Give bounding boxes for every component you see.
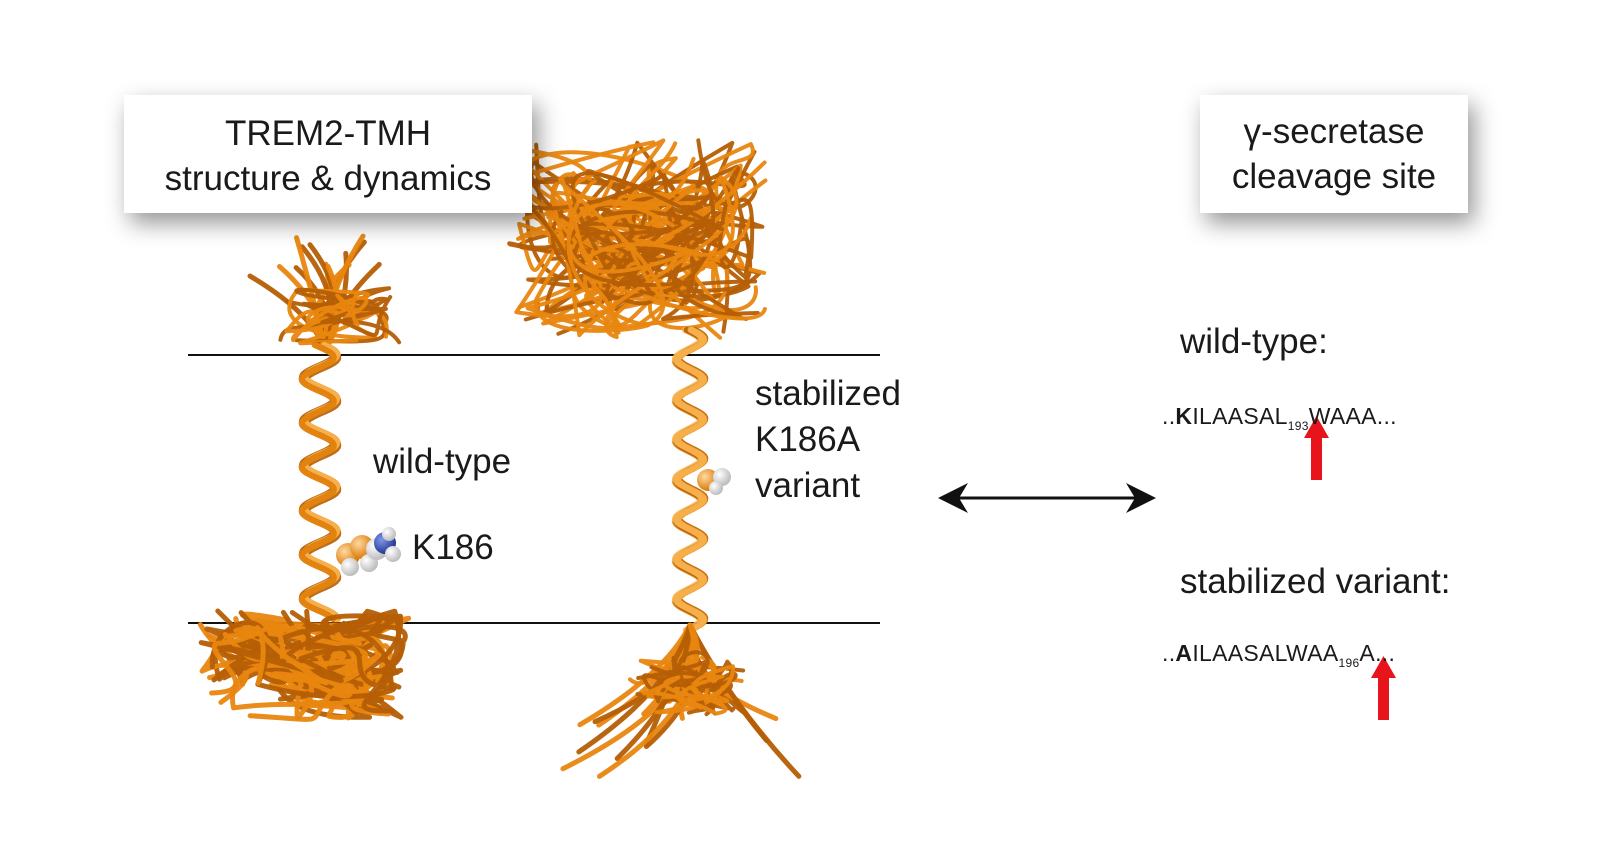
- var-seq-bold-residue: A: [1175, 640, 1193, 666]
- wild-type-sequence: ..KILAASAL193WAAA...: [1162, 403, 1397, 433]
- wt-seq-residue-number: 193: [1287, 419, 1309, 433]
- structure-dynamics-title-box: TREM2-TMH structure & dynamics: [124, 95, 532, 213]
- stabilized-variant-heading: stabilized variant:: [1180, 562, 1451, 601]
- variant-label-line2: K186A: [755, 420, 861, 459]
- var-seq-prefix: ..: [1162, 640, 1176, 666]
- variant-helix-ensemble: [507, 138, 802, 779]
- var-seq-residue-number: 196: [1338, 656, 1360, 670]
- wild-type-heading: wild-type:: [1180, 322, 1328, 361]
- variant-label-line3: variant: [755, 466, 861, 505]
- wild-type-structure-label: wild-type: [373, 442, 512, 481]
- wt-seq-main: ILAASA: [1192, 403, 1275, 429]
- box-left-line1: TREM2-TMH: [224, 114, 432, 153]
- stabilized-variant-sequence: ..AILAASALWAA196A...: [1162, 640, 1395, 670]
- k186-sidechain-spheres: [336, 527, 401, 576]
- var-seq-cleavage-residue: A: [1322, 640, 1339, 666]
- wt-seq-cleavage-residue: L: [1274, 403, 1288, 429]
- k186-residue-label: K186: [412, 528, 494, 567]
- cleavage-site-title-box: γ-secretase cleavage site: [1200, 95, 1468, 213]
- wild-type-helix-ensemble: [197, 233, 412, 722]
- wt-seq-tail: WAAA...: [1308, 403, 1397, 429]
- wt-seq-bold-residue: K: [1175, 403, 1193, 429]
- variant-label-line1: stabilized: [755, 374, 901, 413]
- var-seq-tail: A...: [1359, 640, 1396, 666]
- variant-cleavage-arrow: [1371, 656, 1396, 720]
- box-right-line1: γ-secretase: [1243, 112, 1425, 151]
- box-right-line2: cleavage site: [1231, 157, 1437, 196]
- k186a-alanine-spheres: [697, 468, 731, 495]
- var-seq-main: ILAASALWA: [1192, 640, 1323, 666]
- box-left-line2: structure & dynamics: [164, 159, 492, 198]
- wt-seq-prefix: ..: [1162, 403, 1176, 429]
- wild-type-cleavage-arrow: [1304, 416, 1329, 480]
